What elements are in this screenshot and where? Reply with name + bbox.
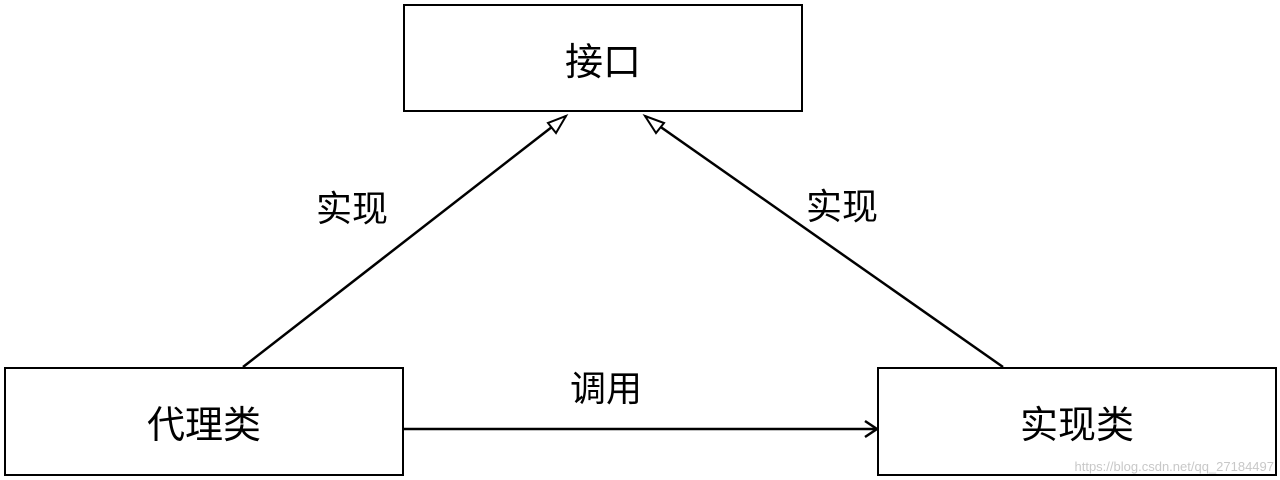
impl-class-box: 实现类 bbox=[877, 367, 1277, 476]
watermark: https://blog.csdn.net/qq_27184497 bbox=[1074, 459, 1275, 474]
hollow-arrowhead-right bbox=[642, 114, 666, 135]
proxy-class-box: 代理类 bbox=[4, 367, 404, 476]
interface-label: 接口 bbox=[564, 39, 641, 84]
realization-label-left: 实现 bbox=[316, 189, 389, 230]
hollow-arrowhead-left bbox=[546, 114, 569, 135]
realization-line-left bbox=[242, 115, 567, 368]
call-label: 调用 bbox=[570, 369, 643, 410]
realization-line-right bbox=[644, 114, 1004, 369]
impl-class-label: 实现类 bbox=[1019, 403, 1134, 447]
interface-box: 接口 bbox=[403, 4, 803, 112]
realization-label-right: 实现 bbox=[806, 187, 879, 228]
proxy-class-label: 代理类 bbox=[146, 403, 261, 447]
